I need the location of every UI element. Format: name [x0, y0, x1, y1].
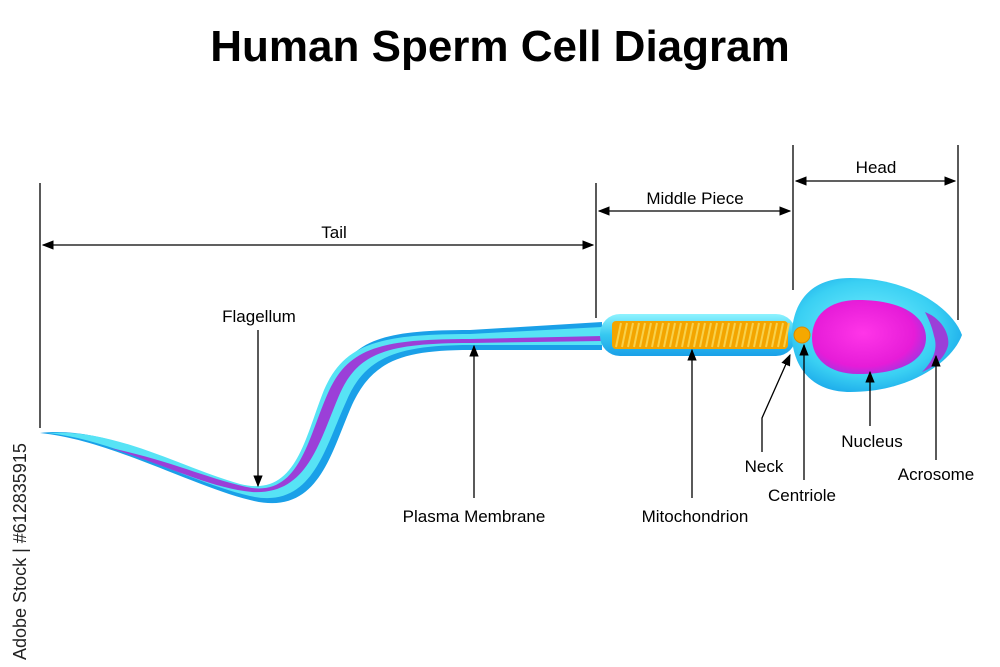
mitochondrion-coil	[663, 322, 670, 348]
centriole-label: Centriole	[768, 486, 836, 505]
mitochondrion-coil	[705, 322, 712, 348]
acrosome-label: Acrosome	[898, 465, 975, 484]
mitochondrion-coil	[729, 322, 736, 348]
stock-id-text: Adobe Stock | #612835915	[10, 443, 30, 660]
mitochondrion-coil	[669, 322, 676, 348]
stock-id-watermark: Adobe Stock | #612835915	[10, 443, 30, 660]
mitochondrion-coil	[639, 322, 646, 348]
mitochondrion-coil	[645, 322, 652, 348]
neck-pointer	[761, 353, 791, 452]
mitochondrion-coil	[735, 322, 742, 348]
head-shape	[792, 278, 962, 392]
mitochondrion-coil	[723, 322, 730, 348]
mitochondrion-coil	[681, 322, 688, 348]
mitochondrion-label: Mitochondrion	[642, 507, 749, 526]
mitochondrion-coil	[741, 322, 748, 348]
mitochondrion-coil	[711, 322, 718, 348]
neck-label: Neck	[745, 457, 784, 476]
mitochondrion-coil	[747, 322, 754, 348]
mitochondrion-coil	[777, 322, 784, 348]
mitochondrion-coil	[759, 322, 766, 348]
flagellum-label: Flagellum	[222, 307, 296, 326]
middle-piece-label: Middle Piece	[646, 189, 743, 208]
mitochondrion-coil	[765, 322, 772, 348]
mitochondrion-coil	[753, 322, 760, 348]
mitochondrion-coil	[651, 322, 658, 348]
mitochondrion-coil	[633, 322, 640, 348]
centriole-shape	[793, 326, 811, 344]
tail-label: Tail	[321, 223, 347, 242]
middle-piece-shape	[600, 314, 796, 356]
mitochondrion-coil	[675, 322, 682, 348]
mitochondrion-coil	[627, 322, 634, 348]
mitochondrion-coil	[693, 322, 700, 348]
mitochondrion-coil	[615, 322, 622, 348]
mitochondrion-coil	[621, 322, 628, 348]
mitochondrion-coil	[699, 322, 706, 348]
mitochondrion-coil	[771, 322, 778, 348]
tail-shape	[40, 322, 602, 504]
mitochondrion-coil	[657, 322, 664, 348]
diagram-title: Human Sperm Cell Diagram	[210, 22, 790, 71]
nucleus-label: Nucleus	[841, 432, 902, 451]
plasma-membrane-label: Plasma Membrane	[403, 507, 546, 526]
head-label: Head	[856, 158, 897, 177]
mitochondrion-coil	[687, 322, 694, 348]
mitochondrion-coil	[717, 322, 724, 348]
mitochondrion-coil	[783, 322, 790, 348]
